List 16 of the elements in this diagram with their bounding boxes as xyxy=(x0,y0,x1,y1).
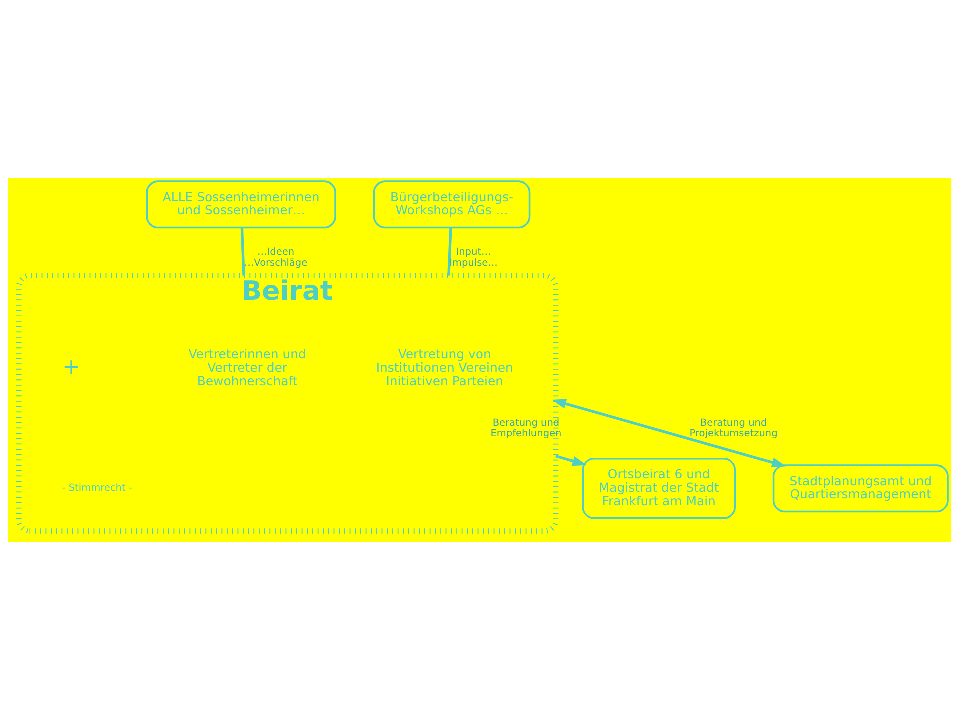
arrow xyxy=(556,455,587,466)
edge-label: …Ideen …Vorschläge xyxy=(244,247,308,269)
node-box: Bürgerbeteiligungs- Workshops AGs … xyxy=(373,180,531,229)
connector xyxy=(448,228,452,276)
node-box: ALLE Sossenheimerinnen und Sossenheimer… xyxy=(146,180,336,229)
edge-label: Beratung und Projektumsetzung xyxy=(690,418,778,440)
node-text: Vertreterinnen und Vertreter der Bewohnerschaft xyxy=(188,346,306,388)
edge-label: Beratung und Empfehlungen xyxy=(490,418,562,440)
arrow xyxy=(552,399,786,468)
node-box: Stadtplanungsamt und Quartiersmanagement xyxy=(772,464,949,513)
node-box: Ortsbeirat 6 und Magistrat der Stadt Frankfurt am Main xyxy=(582,458,736,520)
label: + xyxy=(62,355,80,380)
edge-label: Input… Impulse… xyxy=(450,247,498,269)
label: - Stimmrecht - xyxy=(62,483,132,494)
node-text: Vertretung von Institutionen Vereinen Initiativen Parteien xyxy=(376,346,514,388)
connector xyxy=(240,228,246,276)
